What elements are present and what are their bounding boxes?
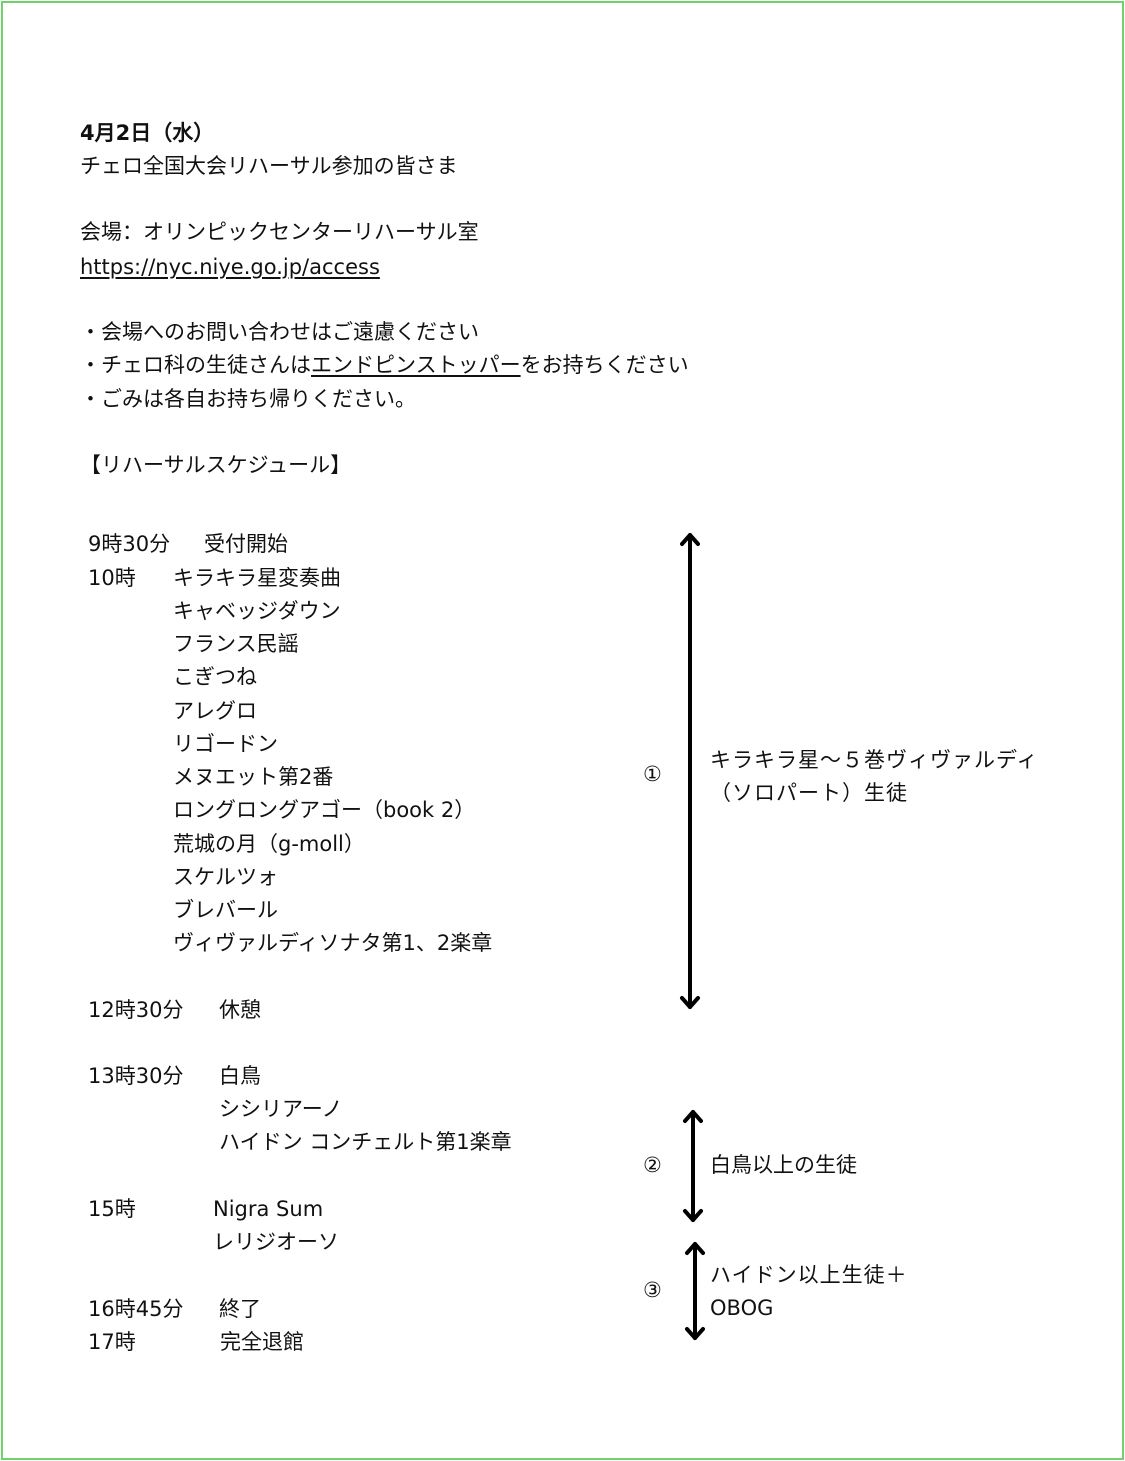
greeting: チェロ全国大会リハーサル参加の皆さま <box>80 154 458 178</box>
piece: Nigra Sum <box>213 1197 324 1221</box>
schedule-title: 【リハーサルスケジュール】 <box>80 453 352 477</box>
group-3-mark: ③ <box>643 1278 662 1302</box>
piece: キラキラ星変奏曲 <box>173 566 341 590</box>
note-2: ・チェロ科の生徒さんはエンドピンストッパーをお持ちください <box>80 351 689 379</box>
piece: ブレバール <box>173 898 278 922</box>
piece: ヴィヴァルディソナタ第1、2楽章 <box>173 931 493 955</box>
piece: フランス民謡 <box>173 632 299 656</box>
schedule-time: 15時 <box>88 1197 136 1221</box>
schedule-item: 休憩 <box>219 998 261 1022</box>
venue-link[interactable]: https://nyc.niye.go.jp/access <box>80 255 380 279</box>
note-2-pre: ・チェロ科の生徒さんは <box>80 353 311 377</box>
note-2-post: をお持ちください <box>520 353 689 377</box>
piece: 白鳥 <box>219 1064 261 1088</box>
group-2-mark: ② <box>643 1153 662 1177</box>
note-3: ・ごみは各自お持ち帰りください。 <box>80 387 416 411</box>
piece: ハイドン コンチェルト第1楽章 <box>219 1130 512 1154</box>
schedule-time: 16時45分 <box>88 1297 184 1321</box>
date-heading: 4月2日（水） <box>80 121 215 145</box>
group-1-mark: ① <box>643 762 662 786</box>
piece: スケルツォ <box>173 865 278 889</box>
piece: キャベッジダウン <box>173 599 341 623</box>
double-arrow-icon <box>680 533 700 1009</box>
piece: アレグロ <box>173 699 257 723</box>
schedule-time: 17時 <box>88 1330 136 1354</box>
group-1-label-2: （ソロパート）生徒 <box>710 781 908 805</box>
schedule-time: 12時30分 <box>88 998 184 1022</box>
schedule-item: 受付開始 <box>204 532 288 556</box>
venue: 会場：オリンピックセンターリハーサル室 <box>80 220 479 244</box>
piece: 荒城の月（g-moll） <box>173 832 365 856</box>
piece: レリジオーソ <box>213 1230 339 1254</box>
group-1-label: キラキラ星～５巻ヴィヴァルディ <box>710 748 1039 772</box>
group-2-label: 白鳥以上の生徒 <box>710 1153 857 1177</box>
schedule-time: 13時30分 <box>88 1064 184 1088</box>
piece: リゴードン <box>173 732 278 756</box>
double-arrow-icon <box>683 1110 703 1222</box>
double-arrow-icon <box>685 1242 705 1340</box>
group-3-label-2: OBOG <box>710 1296 774 1320</box>
piece: シシリアーノ <box>219 1097 343 1121</box>
schedule-time: 10時 <box>88 566 136 590</box>
piece: メヌエット第2番 <box>173 765 334 789</box>
schedule-time: 9時30分 <box>88 532 171 556</box>
piece: こぎつね <box>173 665 257 689</box>
schedule-item: 終了 <box>219 1297 261 1321</box>
note-1: ・会場へのお問い合わせはご遠慮ください <box>80 320 479 344</box>
group-3-label: ハイドン以上生徒＋ <box>710 1263 908 1287</box>
endpin-stopper-link[interactable]: エンドピンストッパー <box>311 353 521 377</box>
piece: ロングロングアゴー（book 2） <box>173 798 476 822</box>
schedule-item: 完全退館 <box>220 1330 304 1354</box>
